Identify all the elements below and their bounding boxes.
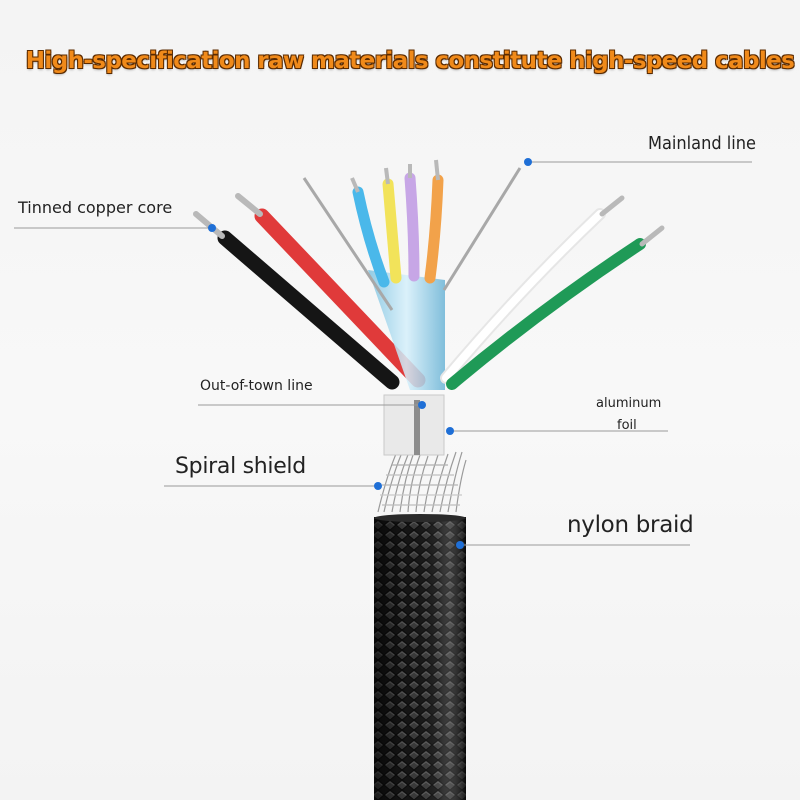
label-mainland-line: Mainland line [648, 133, 757, 154]
wire-purple [404, 164, 420, 282]
label-nylon-braid: nylon braid [567, 512, 694, 538]
wire-white [440, 195, 625, 384]
wire-black [193, 211, 400, 390]
wire-blue [350, 177, 390, 288]
aluminum-foil-core [383, 394, 445, 456]
wire-orange [424, 159, 444, 284]
foil-wrap [368, 270, 445, 390]
marker-tinned [208, 224, 216, 232]
wire-yellow [382, 167, 402, 284]
wire-grey-right [442, 167, 522, 291]
leader-lines [14, 161, 752, 546]
nylon-braid-jacket [374, 514, 466, 800]
marker-mainland [524, 158, 532, 166]
marker-nylon [456, 541, 464, 549]
marker-aluminum [446, 427, 454, 435]
wire-red [235, 193, 426, 388]
label-spiral-shield: Spiral shield [175, 454, 306, 479]
spiral-shield [377, 444, 467, 513]
label-aluminum-foil-line1: aluminum [596, 396, 662, 411]
wire-green [446, 225, 665, 390]
wire-grey-thin [302, 177, 394, 311]
marker-dots [208, 158, 532, 549]
label-tinned-copper-core: Tinned copper core [18, 198, 173, 217]
marker-out-of-town [418, 401, 426, 409]
page-title: High-specification raw materials constit… [25, 48, 795, 74]
label-aluminum-foil-line2: foil [617, 418, 637, 433]
label-out-of-town-line: Out-of-town line [200, 378, 313, 394]
marker-spiral [374, 482, 382, 490]
